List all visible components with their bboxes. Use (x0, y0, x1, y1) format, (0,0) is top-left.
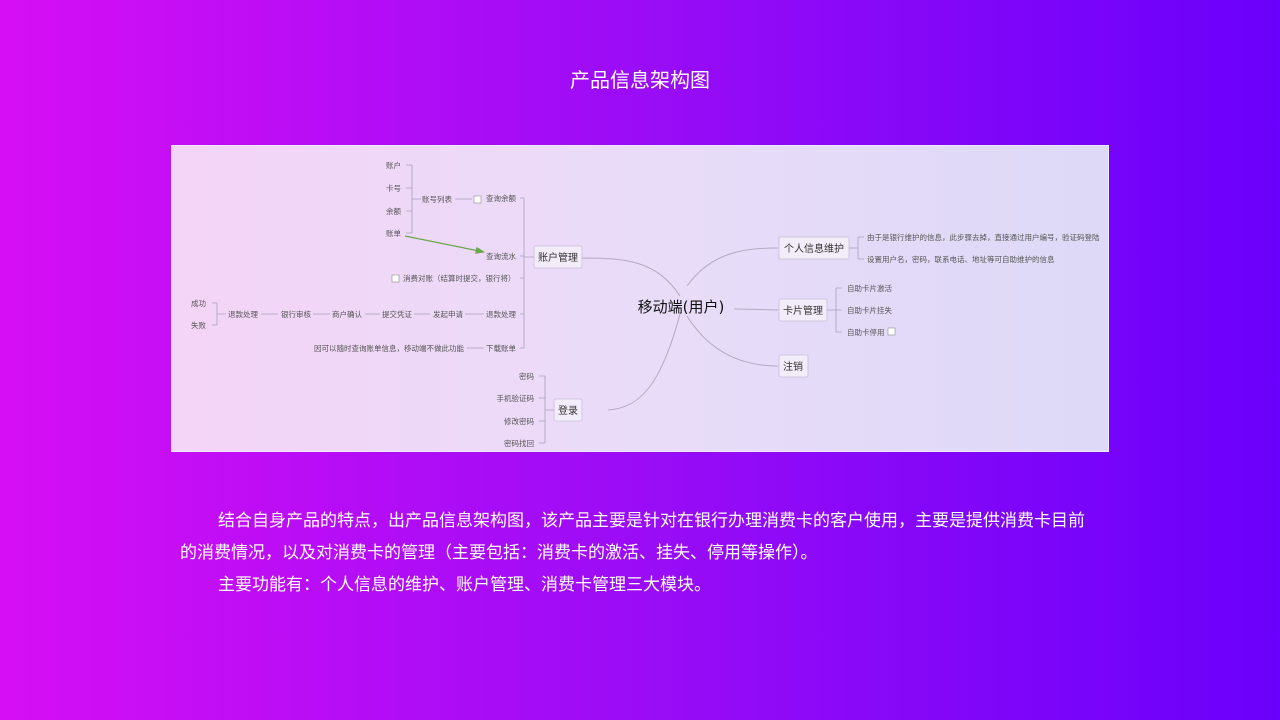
cancel-node-box (778, 354, 809, 378)
login-bracket (539, 375, 554, 444)
personal-item-2: 设置用户名，密码，联系电话、地址等可自助维护的信息 (867, 254, 1055, 264)
account-fields-bracket (406, 164, 421, 234)
field-card: 卡号 (386, 183, 401, 193)
refund-step-bank: 银行审核 (281, 309, 311, 319)
login-recover-password: 密码找回 (504, 438, 534, 448)
refund-step-apply: 发起申请 (433, 309, 463, 319)
field-balance: 余额 (386, 206, 401, 216)
note-icon (887, 327, 896, 336)
cancel-node: 注销 (783, 360, 803, 373)
card-disable: 自助卡停用 (847, 327, 885, 337)
personal-node: 个人信息维护 (784, 242, 844, 255)
card-node: 卡片管理 (783, 304, 823, 317)
account-node: 账户管理 (538, 251, 578, 264)
green-arrow (404, 235, 486, 254)
description: 结合自身产品的特点，出产品信息架构图，该产品主要是针对在银行办理消费卡的客户使用… (180, 505, 1100, 601)
refund-fail: 失败 (191, 320, 206, 330)
field-account: 账户 (386, 160, 401, 170)
account-bracket (520, 197, 534, 349)
description-paragraph-2: 主要功能有：个人信息的维护、账户管理、消费卡管理三大模块。 (218, 575, 711, 595)
login-password: 密码 (519, 371, 534, 381)
edge-root-cancel (686, 315, 779, 367)
mindmap-svg: 移动端(用户) 账户管理 查询余额 账号列表 账户 卡号 余额 账单 查询流水 … (191, 160, 1100, 448)
download-label: 下载账单 (486, 343, 516, 353)
personal-item-1: 由于是银行维护的信息，此步骤去掉，直接通过用户编号，验证码登陆 (867, 232, 1100, 242)
query-flow-label: 查询流水 (486, 251, 516, 261)
note-icon (391, 274, 400, 283)
query-balance-label: 查询余额 (486, 193, 516, 203)
edge-root-personal (686, 247, 779, 287)
refund-step-merchant: 商户确认 (332, 309, 362, 319)
card-activate: 自助卡片激活 (847, 283, 892, 293)
refund-label: 退款处理 (486, 309, 516, 319)
mindmap-diagram: 移动端(用户) 账户管理 查询余额 账号列表 账户 卡号 余额 账单 查询流水 … (171, 145, 1109, 452)
card-report-loss: 自助卡片挂失 (847, 305, 892, 315)
login-change-password: 修改密码 (504, 416, 534, 426)
description-paragraph-1: 结合自身产品的特点，出产品信息架构图，该产品主要是针对在银行办理消费卡的客户使用… (180, 511, 1085, 563)
login-sms-code: 手机验证码 (497, 393, 535, 403)
download-note: 因可以随时查询账单信息，移动端不做此功能 (314, 343, 464, 353)
login-node: 登录 (558, 404, 578, 417)
refund-success: 成功 (191, 298, 206, 308)
refund-results-bracket (212, 302, 226, 326)
personal-bracket (849, 236, 864, 260)
root-node: 移动端(用户) (638, 298, 725, 316)
edge-root-login (607, 313, 681, 411)
page-title: 产品信息架构图 (570, 68, 710, 92)
edge-root-account (581, 257, 681, 297)
refund-step-proof: 提交凭证 (382, 309, 412, 319)
reconcile-label: 消费对账（结算时提交，银行将） (403, 273, 516, 283)
account-list-label: 账号列表 (422, 194, 452, 204)
edge-root-card (733, 308, 779, 311)
card-bracket (827, 287, 842, 333)
refund-step-process: 退款处理 (228, 309, 258, 319)
field-bill: 账单 (386, 228, 401, 238)
note-icon (473, 195, 482, 204)
